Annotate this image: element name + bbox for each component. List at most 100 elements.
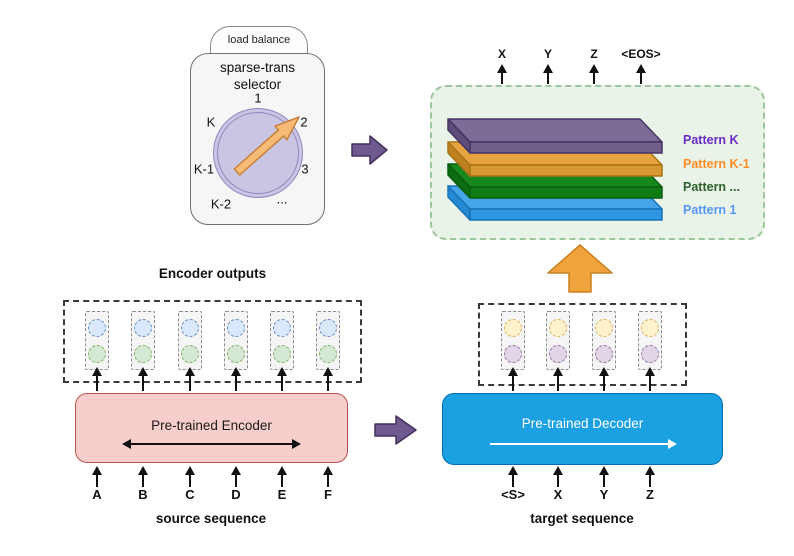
decoder-output-cell: [592, 311, 616, 370]
decoder-label: Pre-trained Decoder: [521, 416, 644, 431]
source-token-a: A: [92, 487, 102, 502]
encoder-to-decoder-arrow-svg: [374, 415, 417, 445]
selector-to-patterns-arrow: [351, 135, 388, 165]
dial-label-k: K: [206, 114, 216, 130]
panel-output-arrow: [589, 64, 599, 84]
target-token-y: Y: [599, 487, 609, 502]
encoder-output-cell: [131, 311, 155, 370]
encoder-label: Pre-trained Encoder: [151, 418, 272, 433]
encoder-input-arrow: [92, 466, 102, 487]
decoder-output-cell: [546, 311, 570, 370]
encoder-output-cell: [224, 311, 248, 370]
encoder-output-arrow: [277, 367, 287, 391]
hidden-state-circle-purple: [595, 345, 613, 363]
hidden-state-circle-purple: [641, 345, 659, 363]
encoder-input-arrow: [231, 466, 241, 487]
encoder-output-arrow: [323, 367, 333, 391]
source-token-b: B: [138, 487, 148, 502]
slab-top: [447, 118, 663, 143]
dial-label-1: 1: [254, 90, 262, 106]
panel-output-arrow: [636, 64, 646, 84]
encoder-output-cell: [178, 311, 202, 370]
source-sequence-label: source sequence: [155, 511, 267, 526]
target-token-z: Z: [646, 487, 654, 502]
dial-pointer-arrow-svg: [233, 116, 300, 176]
source-token-e: E: [277, 487, 287, 502]
decoder-output-arrow: [599, 367, 609, 391]
dial-label-k2: K-2: [210, 196, 232, 212]
hidden-state-circle-blue: [88, 319, 106, 337]
load-balance-tab: load balance: [210, 26, 308, 54]
decoder-input-arrow: [508, 466, 518, 487]
source-token-c: C: [185, 487, 195, 502]
hidden-state-circle-green: [181, 345, 199, 363]
encoder-input-arrow: [277, 466, 287, 487]
slab-front: [469, 208, 663, 221]
encoder-outputs-title: Encoder outputs: [158, 266, 267, 281]
decoder-output-arrow: [508, 367, 518, 391]
target-token-x: X: [553, 487, 563, 502]
slab-front: [469, 186, 663, 199]
slab-front: [469, 164, 663, 177]
encoder-output-cell: [85, 311, 109, 370]
hidden-state-circle-yellow: [549, 319, 567, 337]
decoder-input-arrow: [553, 466, 563, 487]
hidden-state-circle-purple: [504, 345, 522, 363]
encoder-output-arrow: [231, 367, 241, 391]
hidden-state-circle-yellow: [595, 319, 613, 337]
selector-title-line1: sparse-trans: [219, 60, 296, 75]
panel-output-arrow: [497, 64, 507, 84]
pattern-slab-k: [447, 118, 663, 154]
hidden-state-circle-green: [134, 345, 152, 363]
selector-title-line2: selector: [233, 77, 282, 92]
hidden-state-circle-blue: [319, 319, 337, 337]
encoder-input-arrow: [323, 466, 333, 487]
pattern-label-1: Pattern 1: [683, 203, 737, 217]
pretrained-encoder-box: Pre-trained Encoder: [75, 393, 348, 463]
decoder-output-cell: [501, 311, 525, 370]
encoder-input-arrow: [138, 466, 148, 487]
pattern-label-k: Pattern K: [683, 133, 739, 147]
decoder-output-arrow: [553, 367, 563, 391]
dial-pointer-arrow: [233, 116, 300, 176]
hidden-state-circle-blue: [134, 319, 152, 337]
output-token-x: X: [497, 47, 506, 61]
selector-to-patterns-arrow-svg: [351, 135, 388, 165]
causal-attention-arrow: [490, 439, 677, 449]
decoder-to-patterns-arrow-svg: [547, 244, 613, 293]
dial-label-2: 2: [300, 114, 308, 130]
encoder-outputs-box: [63, 300, 362, 383]
hidden-state-circle-yellow: [641, 319, 659, 337]
pattern-label-dots: Pattern ...: [683, 180, 740, 194]
hidden-state-circle-green: [88, 345, 106, 363]
target-sequence-label: target sequence: [530, 511, 634, 526]
hidden-state-circle-blue: [273, 319, 291, 337]
encoder-output-cell: [316, 311, 340, 370]
slab-front: [469, 141, 663, 154]
hidden-state-circle-blue: [181, 319, 199, 337]
output-token-y: Y: [543, 47, 552, 61]
hidden-state-circle-blue: [227, 319, 245, 337]
hidden-state-circle-green: [273, 345, 291, 363]
output-token-eos: <EOS>: [621, 47, 661, 61]
pattern-label-k1: Pattern K-1: [683, 157, 750, 171]
decoder-input-arrow: [645, 466, 655, 487]
target-token-s: <S>: [501, 487, 525, 502]
source-token-f: F: [324, 487, 332, 502]
encoder-output-arrow: [92, 367, 102, 391]
panel-output-arrow: [543, 64, 553, 84]
encoder-output-cell: [270, 311, 294, 370]
encoder-to-decoder-arrow: [374, 415, 417, 445]
hidden-state-circle-yellow: [504, 319, 522, 337]
dial-ring: [217, 112, 299, 194]
decoder-input-arrow: [599, 466, 609, 487]
decoder-to-patterns-arrow: [547, 244, 613, 293]
load-balance-label: load balance: [227, 34, 291, 46]
pattern-stack-svg: [447, 118, 663, 221]
hidden-state-circle-green: [227, 345, 245, 363]
decoder-output-cell: [638, 311, 662, 370]
output-token-z: Z: [590, 47, 598, 61]
source-token-d: D: [231, 487, 241, 502]
hidden-state-circle-green: [319, 345, 337, 363]
